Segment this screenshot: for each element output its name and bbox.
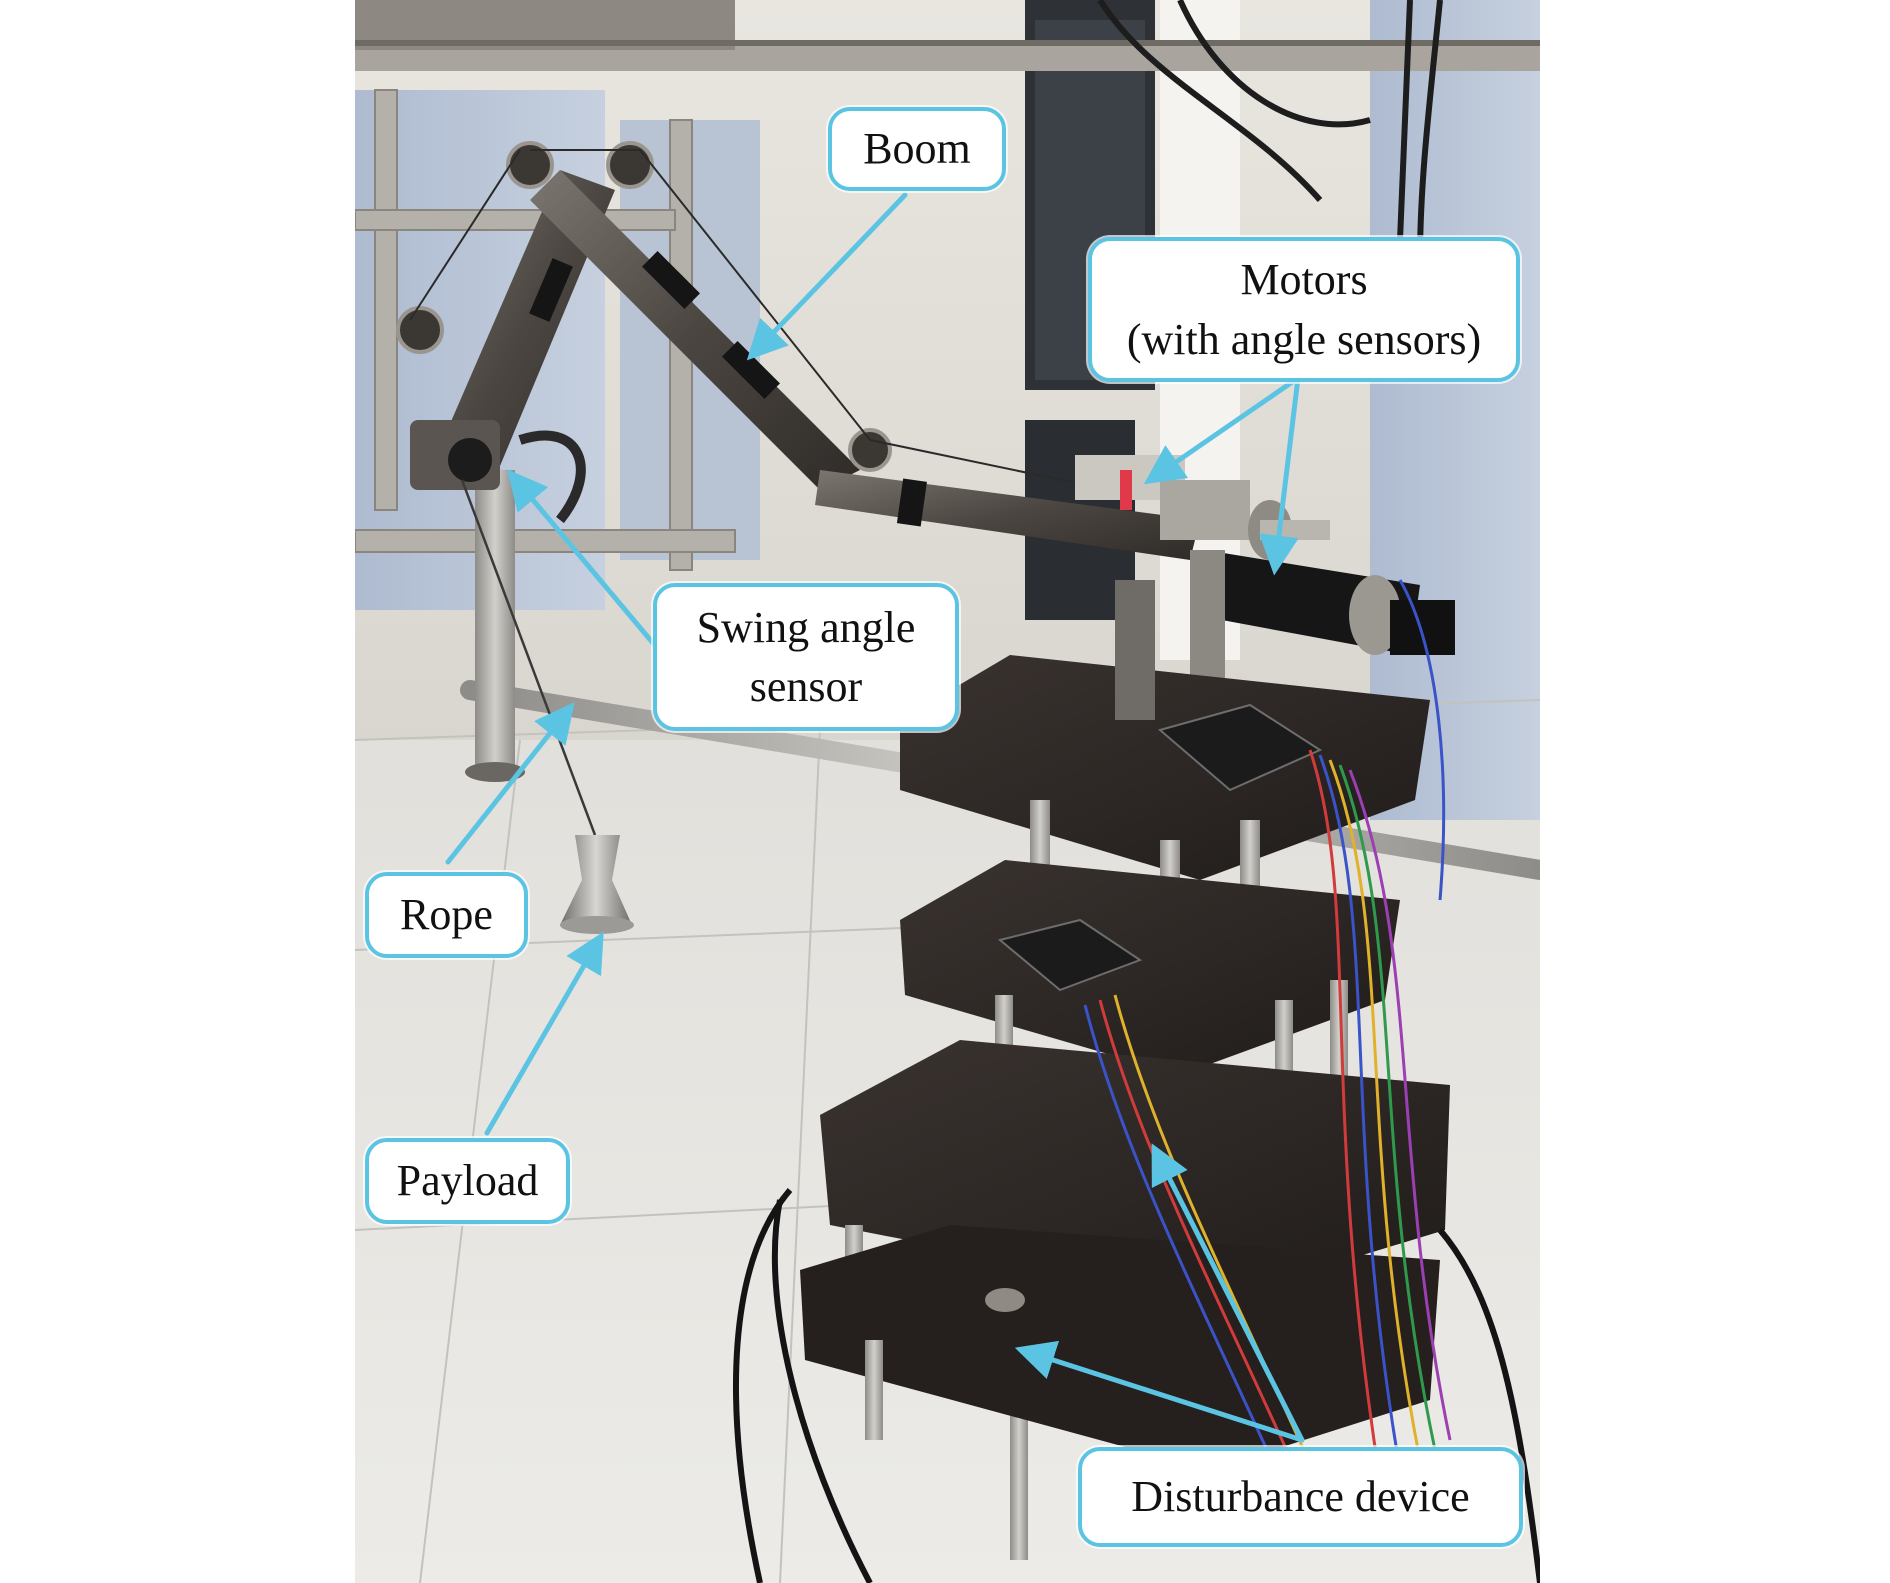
label-motors-line2: (with angle sensors) [1126, 314, 1482, 364]
callout-boom: Boom [828, 107, 1006, 191]
label-swing-line1: Swing angle [696, 602, 916, 652]
callout-rope: Rope [365, 872, 528, 958]
callout-motors: Motors (with angle sensors) [1088, 237, 1520, 382]
label-motors-line1: Motors [1240, 255, 1368, 305]
callout-swing-angle-sensor: Swing angle sensor [653, 583, 959, 731]
label-rope: Rope [400, 890, 493, 940]
callout-payload: Payload [365, 1138, 570, 1224]
label-payload: Payload [396, 1156, 539, 1206]
callout-arrows [445, 192, 1305, 1443]
label-swing-line2: sensor [749, 662, 863, 711]
label-boom: Boom [863, 124, 971, 174]
label-disturbance: Disturbance device [1131, 1472, 1470, 1522]
callout-disturbance-device: Disturbance device [1078, 1447, 1523, 1547]
